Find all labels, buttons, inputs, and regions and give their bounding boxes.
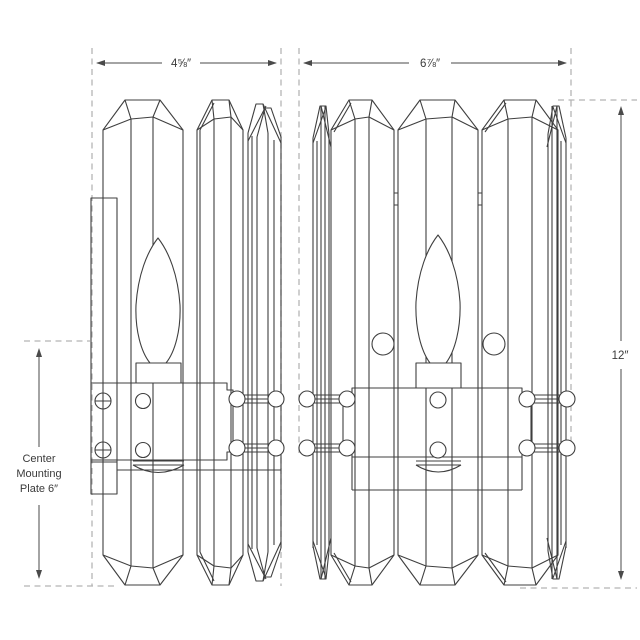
plate-hole — [429, 391, 447, 409]
dimension-arrow-down-icon — [36, 570, 42, 579]
rod-knob — [298, 390, 316, 408]
dimension-arrow-up-icon — [618, 106, 624, 115]
plate-hole — [429, 441, 447, 459]
plate-label-line3: Plate 6″ — [20, 483, 58, 495]
plate-label-line2: Mounting — [16, 468, 61, 480]
width-dimension-front: 6⅞″ — [303, 58, 567, 70]
plate-label-line1: Center — [22, 453, 55, 465]
dimension-arrow-left-icon — [303, 60, 312, 66]
crystal-rod-cluster — [247, 103, 282, 582]
crystal-rod-cluster — [546, 105, 567, 580]
candle-sleeve — [415, 362, 462, 389]
side-view-drawing — [90, 99, 285, 586]
rod-knob — [228, 439, 246, 457]
width-dimension-side: 4⅝″ — [96, 58, 277, 70]
rod-knob — [228, 390, 246, 408]
side-width-label: 4⅝″ — [171, 58, 191, 70]
crystal-rod — [330, 99, 395, 586]
bead-circle — [482, 332, 506, 356]
candle-assembly — [415, 234, 462, 389]
crystal-rod-cluster — [312, 105, 332, 580]
rod-knob — [338, 390, 356, 408]
dimension-arrow-left-icon — [96, 60, 105, 66]
front-width-label: 6⅞″ — [420, 58, 440, 70]
candle-cup — [132, 460, 185, 474]
dimension-arrow-up-icon — [36, 348, 42, 357]
height-dimension: 12″ — [612, 106, 629, 580]
rod-knob — [558, 439, 576, 457]
rod-knob — [267, 390, 285, 408]
candle-bulb — [415, 234, 461, 364]
finial-rods — [298, 390, 576, 457]
front-view-drawing — [298, 99, 576, 586]
dimension-arrow-right-icon — [268, 60, 277, 66]
lower-bar — [351, 457, 523, 491]
candle-cup — [415, 460, 462, 473]
dimension-arrow-down-icon — [618, 571, 624, 580]
rod-knob — [298, 439, 316, 457]
plate-hole — [134, 392, 152, 410]
crystal-rod — [481, 99, 559, 586]
candle-sleeve — [135, 362, 182, 384]
backplate-strip — [90, 197, 118, 495]
dimension-arrow-right-icon — [558, 60, 567, 66]
mounting-screws — [94, 392, 152, 459]
crystal-rod — [196, 99, 244, 586]
rod-knob — [518, 390, 536, 408]
candle-bulb — [135, 237, 181, 364]
bead-circle — [371, 332, 395, 356]
plate-hole — [134, 441, 152, 459]
finial-rods — [228, 390, 285, 457]
rod-knob — [518, 439, 536, 457]
gap-connector — [394, 192, 482, 206]
rod-knob — [558, 390, 576, 408]
rod-knob — [267, 439, 285, 457]
candle-assembly — [135, 237, 182, 384]
mounting-plate-dimension: Center Mounting Plate 6″ — [16, 348, 62, 579]
rod-knob — [338, 439, 356, 457]
height-label: 12″ — [612, 350, 629, 362]
